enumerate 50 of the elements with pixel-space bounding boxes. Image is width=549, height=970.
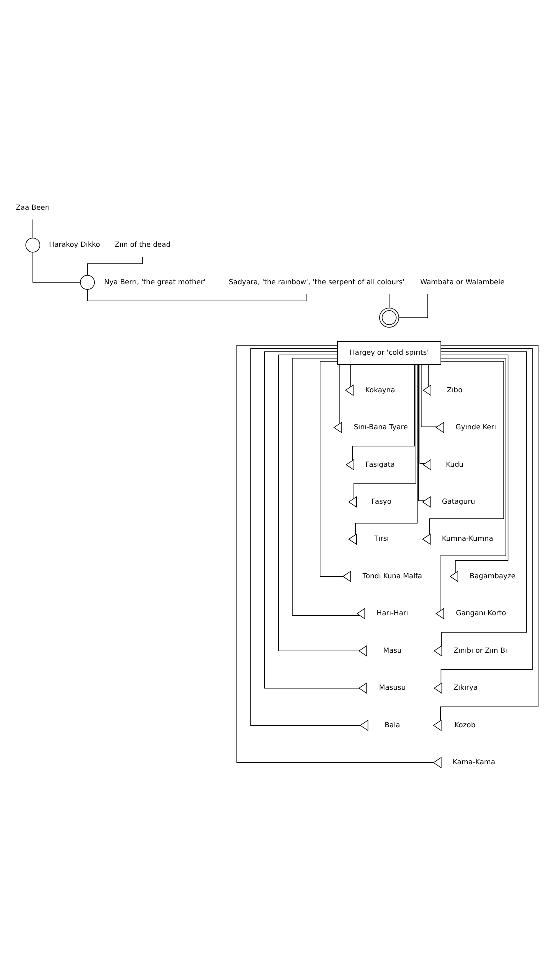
connector [264, 351, 360, 688]
node-triangle [346, 458, 354, 470]
node-triangle [348, 533, 357, 545]
node-triangle [422, 384, 432, 396]
node-triangle [348, 496, 357, 508]
node-triangle [358, 644, 368, 656]
connector [420, 364, 426, 464]
node-triangle [334, 421, 342, 433]
node-triangle [434, 682, 442, 694]
node-triangle [436, 421, 444, 433]
connector [389, 293, 390, 308]
connector [421, 364, 438, 427]
node-triangle [358, 682, 368, 694]
connector [356, 364, 418, 535]
connector [278, 354, 360, 651]
connector [440, 344, 539, 721]
node-circle-triangle [379, 307, 400, 328]
connector [350, 364, 352, 387]
node-circle [26, 237, 40, 252]
node-triangle [356, 608, 366, 620]
node-circle [80, 274, 96, 290]
node-triangle [345, 384, 354, 396]
connector [352, 364, 416, 460]
node-triangle [450, 570, 458, 582]
node-triangle [360, 719, 369, 731]
node-triangle [422, 496, 431, 508]
connector [418, 364, 425, 501]
connector [292, 358, 360, 616]
node-triangle [436, 608, 444, 620]
connector [440, 354, 509, 573]
connector [32, 218, 34, 238]
connector [236, 344, 434, 763]
connector [354, 364, 416, 498]
connector [87, 256, 144, 276]
node-triangle [422, 458, 432, 470]
connector [250, 348, 361, 726]
node-triangle [433, 719, 442, 731]
connector [440, 348, 533, 684]
node-triangle [433, 756, 442, 768]
connector [398, 293, 428, 318]
connector [429, 360, 504, 534]
node-triangle [434, 644, 442, 656]
node-triangle [422, 533, 431, 545]
connector [428, 364, 429, 387]
connector [440, 358, 506, 611]
connector [32, 252, 81, 282]
node-triangle [342, 570, 352, 582]
connector [440, 351, 528, 646]
connector [320, 360, 344, 576]
connector [87, 288, 307, 302]
